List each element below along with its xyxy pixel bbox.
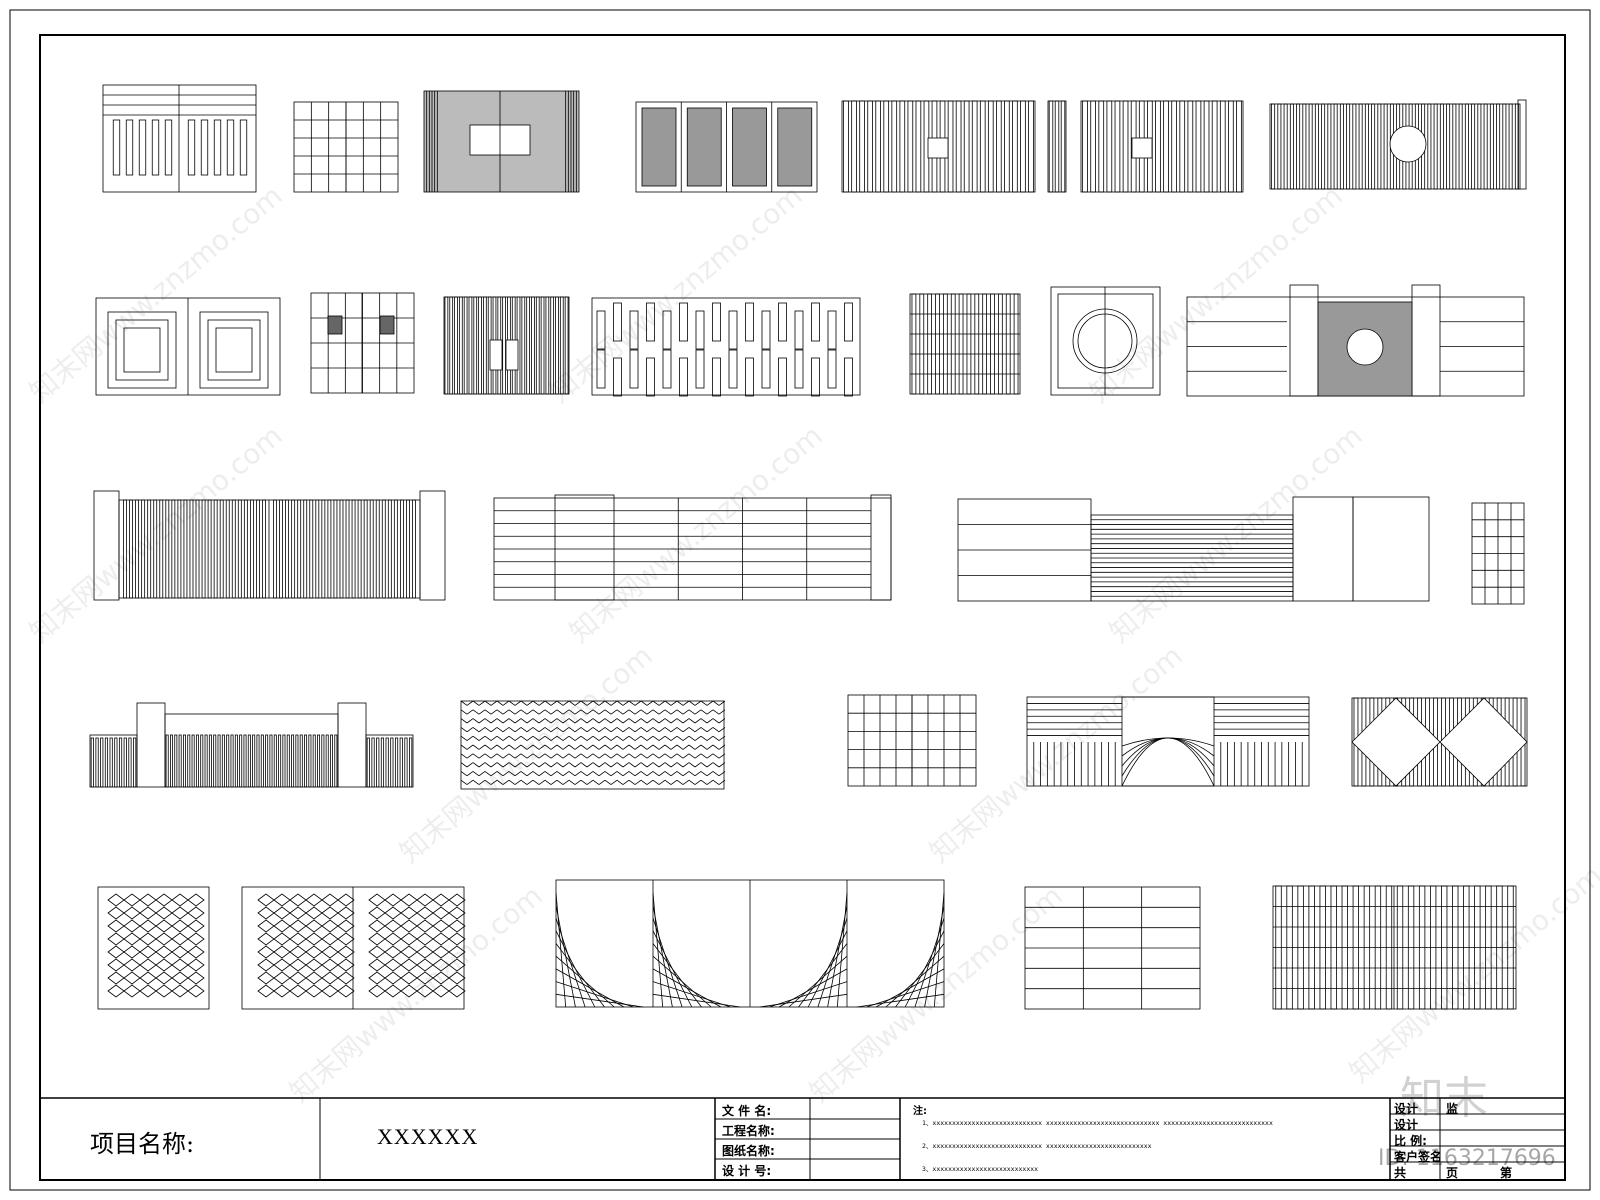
- gate-elevation: [293, 101, 399, 193]
- gate-elevation: [97, 886, 210, 1010]
- gate-elevation: [1272, 885, 1517, 1010]
- client-signature-label: 客户签名: [1394, 1150, 1443, 1164]
- file-name-label: 文 件 名:: [722, 1104, 772, 1118]
- gate-elevation: [841, 100, 1036, 193]
- gate-elevation: [460, 700, 726, 790]
- gate-elevation: [443, 296, 570, 395]
- gate-elevation: [493, 494, 892, 601]
- design-number-label: 设 计 号:: [722, 1164, 772, 1178]
- gate-elevation: [1024, 886, 1201, 1010]
- gate-elevation: [241, 886, 466, 1010]
- gate-elevation: [95, 297, 281, 396]
- gate-elevation: [555, 879, 945, 1008]
- gate-elevation: [847, 694, 977, 787]
- drawing-name-label: 图纸名称:: [722, 1144, 775, 1158]
- note-line-1: 1、xxxxxxxxxxxxxxxxxxxxxxxxxxxx xxxxxxxxx…: [922, 1119, 1273, 1127]
- gate-elevation: [1351, 697, 1528, 787]
- pages-label: 页: [1446, 1166, 1459, 1180]
- sheet-inner-frame: [39, 34, 1566, 1181]
- designer-label: 设计: [1394, 1102, 1419, 1116]
- gate-elevations: [89, 84, 1528, 1010]
- gate-elevation: [1471, 502, 1525, 605]
- gate-elevation: [89, 702, 414, 788]
- gate-elevation: [1269, 99, 1527, 190]
- total-pages-label: 共: [1394, 1166, 1407, 1180]
- project-name-label: 项目名称:: [90, 1130, 195, 1158]
- notes-title: 注:: [913, 1106, 927, 1117]
- project-name-value: XXXXXX: [377, 1124, 479, 1149]
- title-block-grid: [40, 1097, 1565, 1180]
- gate-elevation: [1047, 100, 1067, 193]
- gate-elevation: [1026, 696, 1310, 787]
- note-line-3: 3、xxxxxxxxxxxxxxxxxxxxxxxxxxx: [922, 1165, 1039, 1173]
- design-label: 设计: [1394, 1118, 1419, 1132]
- gate-elevation: [1186, 284, 1525, 397]
- gate-elevation: [310, 292, 415, 394]
- gate-elevation: [909, 293, 1021, 395]
- gate-elevation: [957, 496, 1430, 602]
- gate-elevation: [93, 490, 446, 601]
- brand-logo: 知末: [1400, 1073, 1488, 1124]
- page-number-label: 第: [1500, 1166, 1513, 1180]
- gate-elevation: [635, 101, 818, 193]
- gate-elevation: [1080, 100, 1244, 193]
- project-title-label: 工程名称:: [722, 1124, 775, 1138]
- note-line-2: 2、xxxxxxxxxxxxxxxxxxxxxxxxxxxx xxxxxxxxx…: [922, 1142, 1152, 1150]
- scale-label: 比 例:: [1394, 1134, 1427, 1148]
- gate-elevation: [423, 90, 580, 193]
- image-id-label: ID: 1163217696: [1378, 1146, 1556, 1171]
- gate-elevation: [1050, 286, 1161, 396]
- gate-elevation: [102, 84, 257, 193]
- supervisor-label: 监: [1446, 1102, 1459, 1116]
- sheet-outer-border: [9, 9, 1591, 1191]
- gate-elevation: [591, 297, 861, 397]
